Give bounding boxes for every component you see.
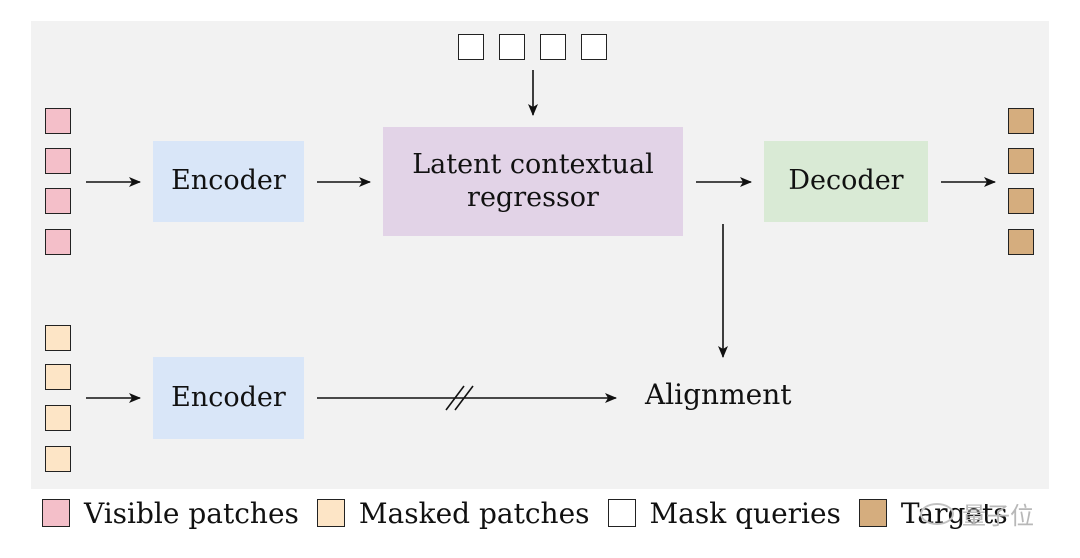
wechat-icon bbox=[920, 502, 954, 525]
legend-label-masked: Masked patches bbox=[358, 496, 590, 530]
legend: Visible patches Masked patches Mask quer… bbox=[42, 492, 1026, 534]
mask-query-square bbox=[540, 34, 566, 60]
visible-patch-square bbox=[45, 108, 71, 134]
regressor-label: Latent contextual regressor bbox=[412, 148, 654, 213]
legend-swatch-targets bbox=[858, 499, 887, 527]
alignment-label: Alignment bbox=[645, 378, 792, 411]
legend-swatch-masked bbox=[316, 499, 345, 527]
target-patch-square bbox=[1008, 188, 1034, 214]
mask-query-square bbox=[458, 34, 484, 60]
masked-patch-square bbox=[45, 325, 71, 351]
legend-label-mask-queries: Mask queries bbox=[649, 496, 841, 530]
visible-patch-square bbox=[45, 229, 71, 255]
masked-patch-square bbox=[45, 405, 71, 431]
visible-patch-square bbox=[45, 188, 71, 214]
encoder-bottom-box: Encoder bbox=[153, 357, 304, 439]
legend-item-targets: Targets bbox=[858, 496, 1008, 530]
target-patch-square bbox=[1008, 229, 1034, 255]
stop-gradient-mark bbox=[454, 385, 474, 411]
latent-regressor-box: Latent contextual regressor bbox=[383, 127, 683, 236]
masked-patch-square bbox=[45, 364, 71, 390]
decoder-box: Decoder bbox=[764, 141, 928, 222]
legend-label-visible: Visible patches bbox=[84, 496, 299, 530]
target-patch-square bbox=[1008, 148, 1034, 174]
legend-swatch-visible bbox=[42, 499, 70, 527]
legend-label-targets: Targets bbox=[900, 496, 1008, 530]
decoder-label: Decoder bbox=[788, 165, 904, 197]
encoder-bottom-label: Encoder bbox=[171, 381, 286, 413]
encoder-top-label: Encoder bbox=[171, 165, 286, 197]
legend-item-visible: Visible patches bbox=[42, 497, 299, 530]
visible-patch-square bbox=[45, 148, 71, 174]
legend-swatch-mask-queries bbox=[607, 499, 636, 527]
mask-query-square bbox=[499, 34, 525, 60]
mask-query-square bbox=[581, 34, 607, 60]
masked-patch-square bbox=[45, 446, 71, 472]
legend-item-mask-queries: Mask queries bbox=[607, 496, 841, 530]
watermark-text: 量子位 bbox=[962, 502, 1034, 530]
stop-gradient-mark bbox=[445, 385, 465, 411]
legend-item-masked: Masked patches bbox=[316, 496, 590, 530]
target-patch-square bbox=[1008, 108, 1034, 134]
encoder-top-box: Encoder bbox=[153, 141, 304, 222]
watermark: 量子位 bbox=[920, 496, 1034, 531]
